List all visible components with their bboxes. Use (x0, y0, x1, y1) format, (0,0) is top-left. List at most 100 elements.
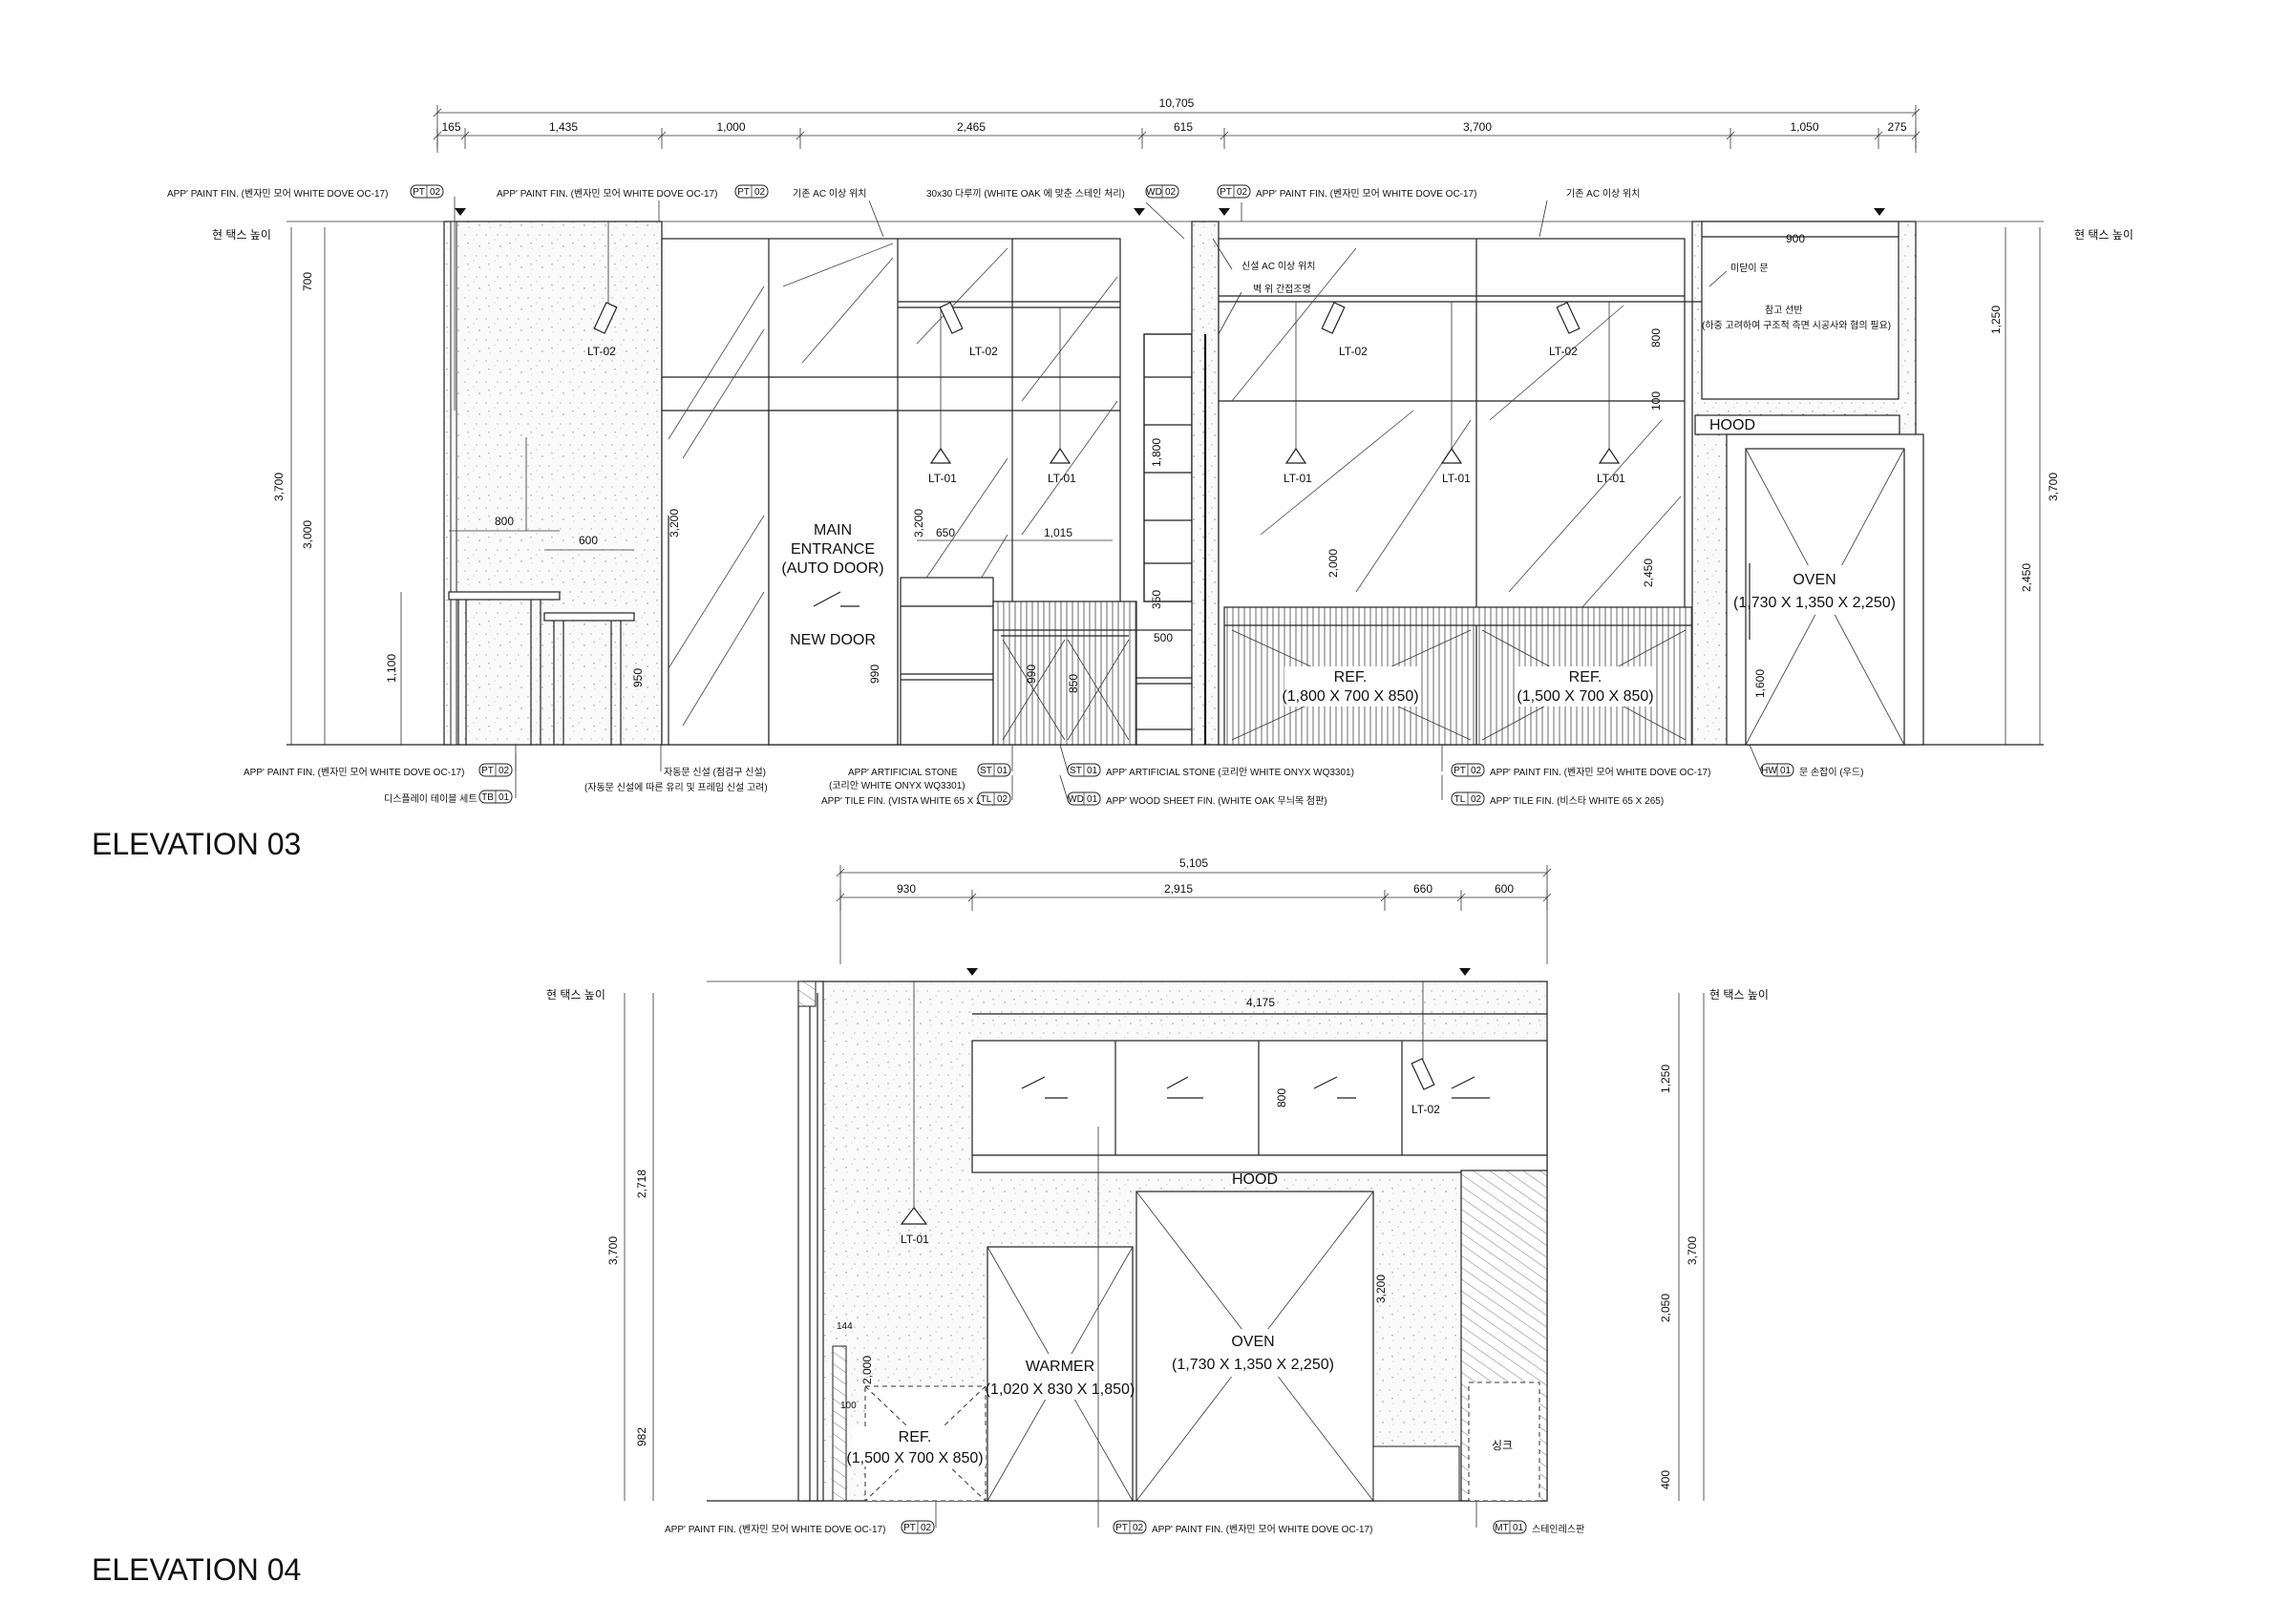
e03-ref1-line-0: REF. (1334, 669, 1368, 685)
e03-dim-2000: 2,000 (1326, 549, 1340, 578)
e03-top-callout-6: 신설 AC 이상 위치 (1242, 260, 1315, 272)
e03-left-dim-1: 3,700 (272, 473, 286, 501)
svg-text:02: 02 (921, 1523, 932, 1533)
e03-ceiling-marker-0 (455, 208, 466, 216)
e03-dim-950: 950 (631, 668, 645, 687)
svg-text:01: 01 (1087, 766, 1098, 776)
e03-fixture-6: LT-01 (1284, 472, 1312, 485)
e04-bottom-callout-0: APP' PAINT FIN. (벤자민 모어 WHITE DOVE OC-17… (665, 1524, 885, 1535)
e04-bottom-callout-1: APP' PAINT FIN. (벤자민 모어 WHITE DOVE OC-17… (1152, 1524, 1372, 1535)
svg-text:PT: PT (481, 766, 494, 776)
e03-ceiling-marker-3 (1874, 208, 1885, 216)
e03-bottom-callout-1: 디스플레이 테이블 세트 (384, 793, 478, 805)
e04-seg-dim-2: 660 (1413, 882, 1432, 896)
svg-text:MT: MT (1495, 1523, 1508, 1533)
e03-fixture-7: LT-01 (1442, 472, 1471, 485)
svg-text:PT: PT (1220, 187, 1232, 198)
e03-top-callout-4: APP' PAINT FIN. (벤자민 모어 WHITE DOVE OC-17… (1256, 188, 1476, 200)
e03-right-dim-0: 1,250 (1989, 306, 2003, 334)
svg-text:02: 02 (430, 187, 441, 198)
e03-right-dim-2: 2,450 (2020, 563, 2033, 592)
e04-ceiling-marker-0 (966, 968, 978, 976)
e03-dim-1600: 900 (1786, 232, 1805, 245)
e03-hood: HOOD (1709, 417, 1755, 433)
e03-left-dim-2: 3,000 (301, 520, 314, 549)
e03-top-tag-1: PT 02 (734, 184, 769, 199)
svg-text:02: 02 (499, 766, 510, 776)
e03-bottom-callout-2: 자동문 신설 (점검구 신설) (664, 767, 766, 778)
e04-right-dim-1: 3,700 (1686, 1236, 1699, 1265)
svg-text:01: 01 (1513, 1523, 1524, 1533)
e03-ceiling-marker-1 (1134, 208, 1145, 216)
e03-dim-850: 850 (1067, 674, 1080, 693)
e04-fixture-0: LT-02 (1411, 1103, 1440, 1116)
e03-bottom-callout-6: APP' TILE FIN. (VISTA WHITE 65 X 265) (821, 796, 995, 807)
e03-seg-dim-4: 615 (1174, 120, 1193, 134)
svg-text:WD: WD (1146, 187, 1162, 198)
svg-text:TB: TB (481, 792, 494, 803)
e04-left-dim-1: 2,718 (635, 1170, 648, 1198)
e03-height-label-right: 현 택스 높이 (2074, 228, 2133, 242)
e03-bottom-tag-6: TL 02 (977, 791, 1011, 806)
e03-seg-dim-5: 3,700 (1463, 120, 1492, 134)
e03-dim-990a: 990 (868, 664, 881, 684)
e03-fixture-1: LT-02 (969, 345, 998, 358)
e03-dim-1015: 1,015 (1044, 526, 1072, 539)
e04-seg-dim-3: 600 (1495, 882, 1514, 896)
e03-entrance-line-1: ENTRANCE (791, 541, 875, 558)
svg-text:PT: PT (1115, 1523, 1128, 1533)
e04-sink: 싱크 (1492, 1439, 1513, 1452)
svg-text:02: 02 (1471, 766, 1482, 776)
e04-ceiling-marker-1 (1459, 968, 1471, 976)
svg-text:PT: PT (737, 187, 750, 198)
e03-bottom-tag-7: ST 01 (1067, 763, 1101, 777)
e04-oven-line-0: OVEN (1231, 1334, 1274, 1350)
e04-oven-line-1: (1,730 X 1,350 X 2,250) (1172, 1357, 1334, 1373)
e04-seg-dim-1: 2,915 (1164, 882, 1193, 896)
e04-left-dim-2: 982 (635, 1427, 648, 1446)
svg-text:ST: ST (1070, 766, 1082, 776)
e04-warmer-line-1: (1,020 X 830 X 1,850) (986, 1381, 1135, 1398)
e03-top-callout-5: 기존 AC 이상 위치 (1566, 187, 1640, 200)
e03-left-dim-3: 1,100 (385, 654, 398, 683)
svg-text:TL: TL (981, 794, 992, 805)
e03-top-callout-1: APP' PAINT FIN. (벤자민 모어 WHITE DOVE OC-17… (497, 188, 717, 200)
svg-text:02: 02 (1471, 794, 1482, 805)
svg-text:HW: HW (1761, 766, 1777, 776)
e03-entrance-line-2: (AUTO DOOR) (781, 560, 883, 577)
e03-top-callout-7: 벽 위 간접조명 (1253, 283, 1311, 295)
elevation-03-title: ELEVATION 03 (92, 827, 302, 861)
e03-dim-100: 100 (1649, 391, 1663, 411)
e03-dim-600: 600 (579, 534, 598, 547)
e03-bottom-callout-11: 문 손잡이 (우드) (1799, 767, 1863, 778)
e03-dim-800: 800 (495, 515, 514, 528)
svg-text:02: 02 (997, 794, 1008, 805)
e04-right-dim-3: 400 (1659, 1470, 1672, 1489)
e03-top-callout-10: (하중 고려하여 구조적 측면 시공사와 협의 필요) (1702, 319, 1891, 331)
e03-dim-3200a: 3,200 (668, 509, 681, 538)
e04-warmer-line-0: WARMER (1026, 1359, 1094, 1375)
e03-oven-line-0: OVEN (1793, 572, 1836, 588)
e04-dim-144: 144 (837, 1321, 853, 1332)
svg-text:02: 02 (754, 187, 766, 198)
svg-text:01: 01 (1087, 794, 1098, 805)
e03-top-callout-9: 참고 선반 (1765, 305, 1803, 316)
e03-dim-350: 350 (1150, 590, 1163, 609)
e03-bottom-callout-9: APP' PAINT FIN. (벤자민 모어 WHITE DOVE OC-17… (1490, 767, 1710, 778)
e03-top-callout-2: 기존 AC 이상 위치 (793, 187, 866, 200)
e04-right-dim-2: 2,050 (1659, 1294, 1672, 1322)
e03-seg-dim-3: 2,465 (957, 120, 986, 134)
e04-dim-800: 800 (1275, 1088, 1288, 1107)
e03-right-dim-1: 3,700 (2047, 473, 2060, 501)
e03-left-dim-0: 700 (301, 272, 314, 291)
e04-dim-100: 100 (840, 1401, 857, 1411)
e03-top-callout-3: 30x30 다루끼 (WHITE OAK 에 맞춘 스테인 처리) (926, 188, 1125, 200)
e04-right-dim-0: 1,250 (1659, 1065, 1672, 1093)
